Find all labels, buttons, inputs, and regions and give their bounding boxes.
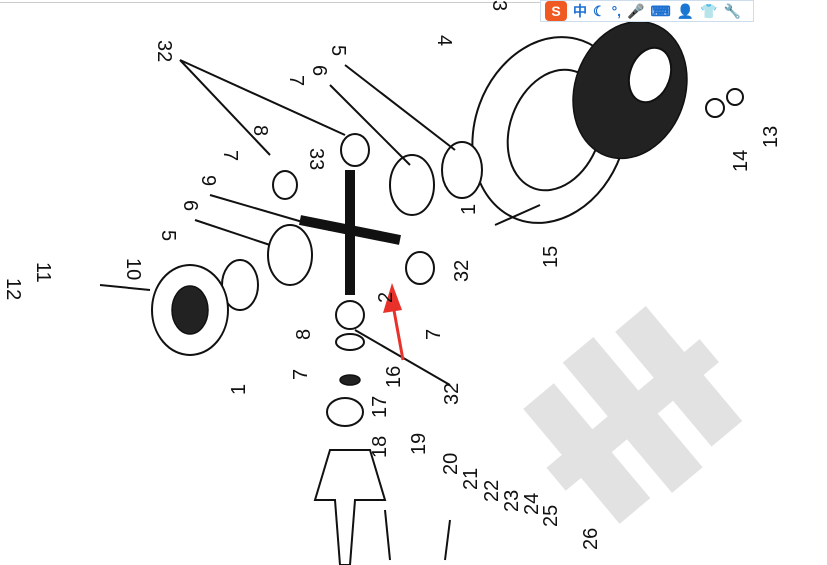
label-26: 26 [580,528,602,550]
label-21: 21 [460,468,482,490]
leader-lines [99,59,456,386]
label-3: 3 [488,0,510,11]
page-border [0,2,540,3]
label-14: 14 [730,150,752,172]
label-17: 17 [369,396,391,418]
label-6: 6 [179,200,201,211]
label-4: 4 [433,35,455,46]
drive-pinion [313,449,387,565]
keyboard-icon[interactable]: ⌨ [650,2,671,19]
label-25: 25 [540,505,562,527]
label-8: 8 [293,329,315,340]
label-13: 13 [760,126,782,148]
label-32: 32 [441,383,463,405]
ime-toolbar: S 中 ☾ °, 🎤 ⌨ 👤 👕 🔧 [540,0,754,22]
part-number-labels: 32 5 4 3 7 6 8 7 33 9 6 5 10 11 12 1 15 … [2,0,782,550]
wrench-icon[interactable]: 🔧 [723,2,742,19]
differential-case [151,264,229,356]
label-19: 19 [408,433,430,455]
label-7: 7 [219,150,241,161]
label-1: 1 [228,384,250,395]
user-icon[interactable]: 👤 [676,2,695,19]
label-5: 5 [327,45,349,56]
chinese-mode-button[interactable]: 中 [573,3,587,19]
label-15: 15 [540,246,562,268]
label-23: 23 [501,490,523,512]
punctuation-icon[interactable]: °, [611,3,622,19]
nuts-13-14 [705,88,744,118]
side-gears [221,141,483,311]
label-12: 12 [2,278,24,300]
label-9: 9 [197,175,219,186]
label-11: 11 [32,262,54,283]
cross-shaft [299,170,401,295]
label-7: 7 [423,329,445,340]
label-7: 7 [285,75,307,86]
skin-icon[interactable]: 👕 [700,2,718,19]
pinion-gears [272,133,435,427]
label-24: 24 [521,493,543,515]
microphone-icon[interactable]: 🎤 [627,2,645,19]
label-7: 7 [290,369,312,380]
label-2: 2 [375,292,397,303]
red-arrow [383,283,405,361]
watermark [523,306,743,524]
label-20: 20 [440,453,462,475]
ring-gear [471,20,688,224]
label-6: 6 [308,65,330,76]
label-8: 8 [249,125,271,136]
moon-icon[interactable]: ☾ [593,2,606,19]
label-32: 32 [451,260,473,282]
sogou-logo[interactable]: S [545,1,567,21]
label-5: 5 [157,230,179,241]
label-18: 18 [369,436,391,458]
label-32: 32 [153,40,175,62]
label-10: 10 [122,258,144,280]
label-22: 22 [481,480,503,502]
label-33: 33 [305,148,327,170]
label-16: 16 [383,366,405,388]
label-1: 1 [458,204,480,215]
